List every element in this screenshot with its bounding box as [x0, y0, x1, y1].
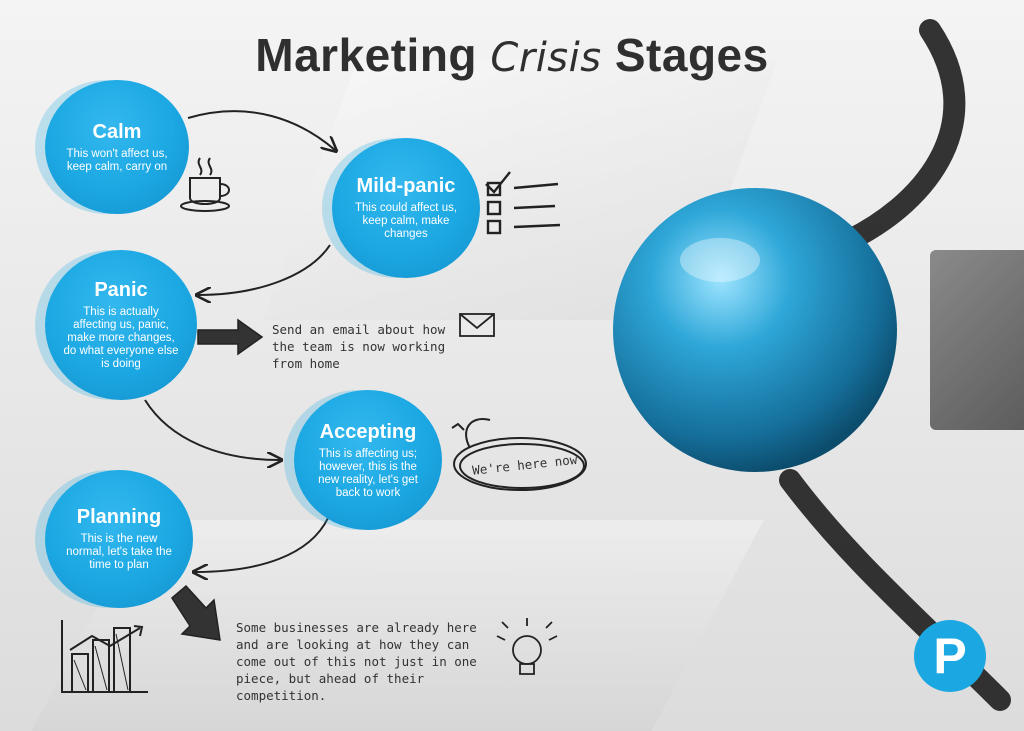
stage-desc: This is affecting us; however, this is t…: [318, 447, 418, 499]
we-are-here-bubble: [451, 418, 587, 491]
stage-desc: This could affect us, keep calm, make ch…: [354, 202, 458, 240]
arrow-down-right-icon: [171, 584, 221, 641]
bar-chart-icon: [61, 620, 148, 693]
stage-desc: This is the new normal, let's take the t…: [66, 533, 172, 571]
lightbulb-icon: [496, 618, 558, 675]
note-businesses: Some businesses are already here and are…: [236, 620, 477, 703]
arrow-accepting-to-planning: [195, 517, 329, 572]
stage-mild-panic: Mild-panic This could affect us, keep ca…: [332, 138, 480, 278]
page-title: Marketing Crisis Stages: [255, 29, 769, 81]
coffee-cup-icon: [180, 157, 230, 212]
arrow-right-icon: [197, 318, 264, 356]
stage-name: Panic: [94, 279, 148, 301]
stage-name: Calm: [92, 120, 142, 143]
stage-name: Accepting: [319, 420, 417, 443]
brand-logo: P: [914, 620, 986, 692]
stage-name: Planning: [76, 506, 162, 528]
arrow-calm-to-mild: [187, 110, 335, 150]
stage-accepting: Accepting This is affecting us; however,…: [294, 390, 442, 530]
arrow-mild-to-panic: [198, 244, 331, 295]
blue-ball: [613, 188, 897, 472]
background-block-right: [930, 250, 1024, 430]
stage-panic: Panic This is actually affecting us, pan…: [45, 250, 197, 400]
stage-planning: Planning This is the new normal, let's t…: [45, 470, 193, 608]
stage-desc: This won't affect us, keep calm, carry o…: [66, 147, 168, 173]
note-email: Send an email about how the team is now …: [272, 322, 446, 371]
stage-calm: Calm This won't affect us, keep calm, ca…: [45, 80, 189, 214]
arrow-panic-to-accepting: [144, 399, 280, 460]
envelope-icon: [459, 313, 495, 337]
checklist-icon: [485, 171, 561, 235]
stage-desc: This is actually affecting us, panic, ma…: [63, 306, 179, 370]
stage-name: Mild-panic: [356, 175, 456, 197]
